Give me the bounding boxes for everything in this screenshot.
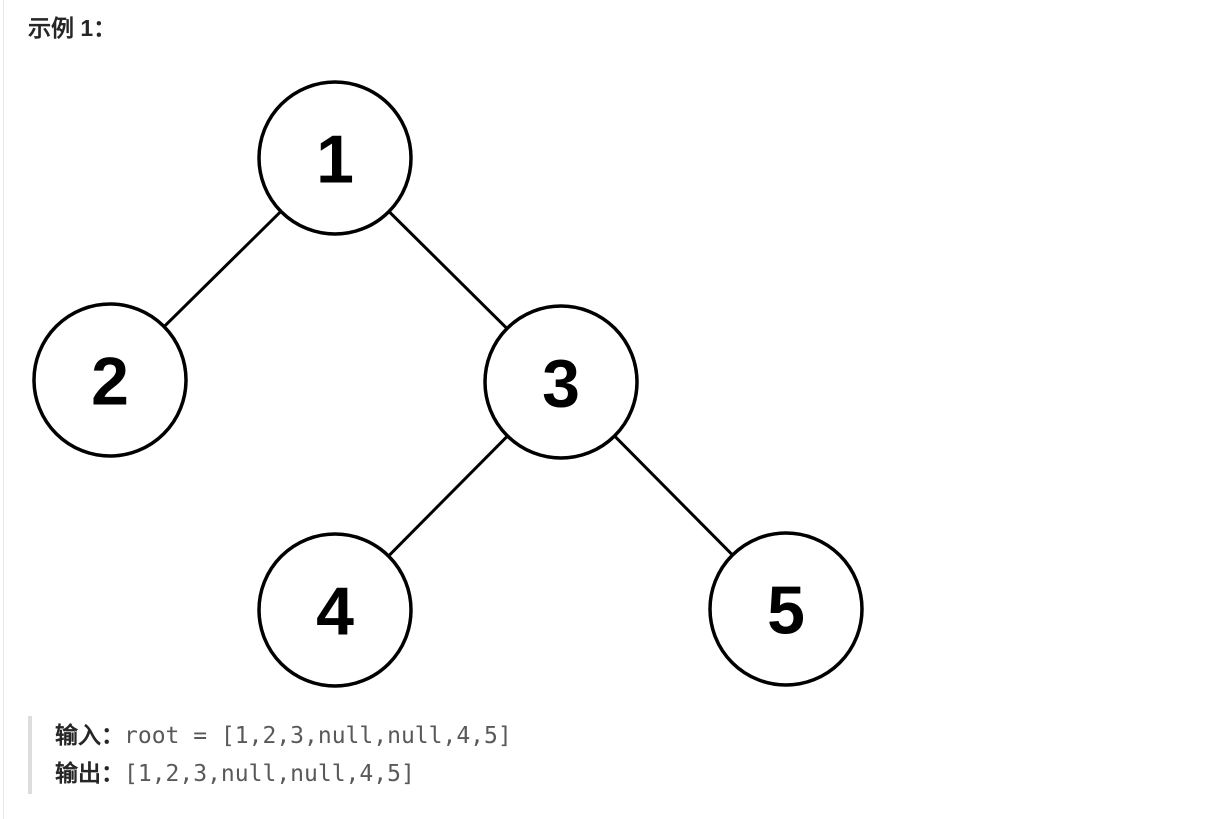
tree-node-circle <box>257 532 413 688</box>
output-value: [1,2,3,null,null,4,5] <box>124 761 415 787</box>
example-io-block: 输入：root = [1,2,3,null,null,4,5] 输出：[1,2,… <box>28 716 512 794</box>
input-value: root = [1,2,3,null,null,4,5] <box>124 723 512 749</box>
tree-node-label: 5 <box>767 572 805 648</box>
tree-node-label: 1 <box>316 121 354 197</box>
io-line-output: 输出：[1,2,3,null,null,4,5] <box>55 755 512 793</box>
tree-node-1: 1 <box>257 80 413 236</box>
tree-node-circle <box>257 80 413 236</box>
tree-node-label: 3 <box>542 345 580 421</box>
example-title: 示例 1： <box>28 15 117 41</box>
io-line-input: 输入：root = [1,2,3,null,null,4,5] <box>55 717 512 755</box>
tree-node-circle <box>483 304 639 460</box>
tree-node-circle <box>32 302 188 458</box>
tree-node-4: 4 <box>257 532 413 688</box>
output-label: 输出： <box>55 760 124 786</box>
tree-node-label: 4 <box>316 573 354 649</box>
tree-node-label: 2 <box>91 343 129 419</box>
tree-node-circle <box>708 531 864 687</box>
tree-node-2: 2 <box>32 302 188 458</box>
input-label: 输入： <box>55 722 124 748</box>
tree-node-3: 3 <box>483 304 639 460</box>
tree-node-5: 5 <box>708 531 864 687</box>
page-left-border <box>3 0 4 819</box>
